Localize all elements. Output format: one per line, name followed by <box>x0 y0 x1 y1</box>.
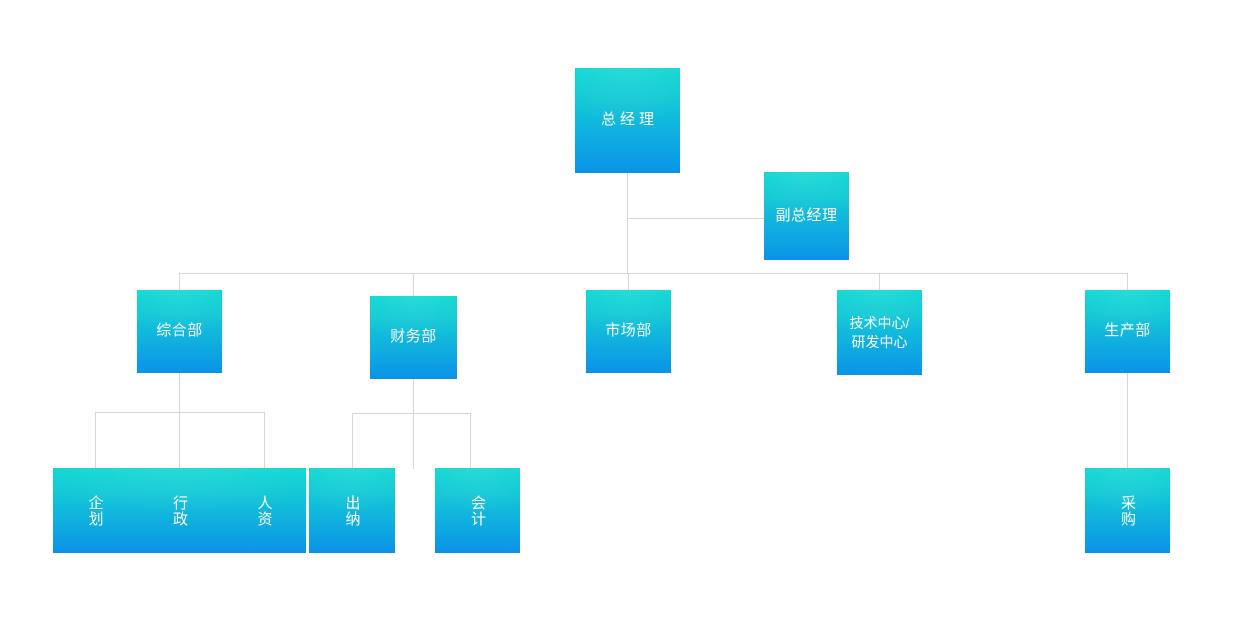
node-cashier[interactable]: 出纳 <box>309 468 395 553</box>
node-label-administration: 行政 <box>171 494 188 527</box>
node-human-resources[interactable]: 人资 <box>222 468 306 553</box>
node-label-production-dept: 生产部 <box>1104 322 1151 340</box>
connector-finance-bus <box>352 413 471 414</box>
node-label-human-resources: 人资 <box>255 494 273 527</box>
node-administration[interactable]: 行政 <box>137 468 222 553</box>
node-accounting[interactable]: 会计 <box>435 468 520 553</box>
connector-comprehensive-stem <box>179 373 180 469</box>
connector-gm-to-deputy <box>627 218 764 219</box>
node-comprehensive-dept[interactable]: 综合部 <box>137 290 222 373</box>
node-label-tech-center: 技术中心/ 研发中心 <box>849 314 910 350</box>
node-label-cashier: 出纳 <box>343 494 361 527</box>
node-planning[interactable]: 企划 <box>53 468 137 553</box>
node-production-dept[interactable]: 生产部 <box>1085 290 1170 373</box>
connector-bus-to-tech <box>879 273 880 291</box>
connector-level3-bus <box>179 273 1127 274</box>
connector-gm-trunk <box>627 173 628 274</box>
connector-bus-to-comprehensive <box>179 273 180 291</box>
node-label-purchasing: 采购 <box>1119 494 1136 527</box>
node-marketing-dept[interactable]: 市场部 <box>586 290 671 373</box>
node-label-marketing-dept: 市场部 <box>605 322 652 340</box>
connector-bus-to-production <box>1127 273 1128 291</box>
connector-comprehensive-to-planning <box>95 412 96 469</box>
connector-comprehensive-bus <box>95 412 264 413</box>
node-group-comprehensive-children: 企划 行政 人资 <box>53 468 306 553</box>
node-label-planning: 企划 <box>86 494 104 527</box>
connector-finance-to-accounting <box>470 413 471 469</box>
connector-bus-to-finance <box>413 273 414 297</box>
node-tech-center[interactable]: 技术中心/ 研发中心 <box>837 290 922 375</box>
connector-comprehensive-to-hr <box>264 412 265 469</box>
node-label-deputy-general-manager: 副总经理 <box>775 206 838 224</box>
connector-production-to-purchasing <box>1127 373 1128 469</box>
node-label-comprehensive-dept: 综合部 <box>156 322 203 340</box>
connector-finance-stem <box>413 379 414 469</box>
node-label-finance-dept: 财务部 <box>390 328 437 346</box>
connector-finance-to-cashier <box>352 413 353 469</box>
node-finance-dept[interactable]: 财务部 <box>370 296 457 379</box>
node-deputy-general-manager[interactable]: 副总经理 <box>764 172 849 260</box>
node-general-manager[interactable]: 总经理 <box>575 68 680 173</box>
connector-bus-to-marketing <box>628 273 629 291</box>
node-purchasing[interactable]: 采购 <box>1085 468 1170 553</box>
node-label-accounting: 会计 <box>469 494 486 527</box>
node-label-general-manager: 总经理 <box>600 111 658 129</box>
